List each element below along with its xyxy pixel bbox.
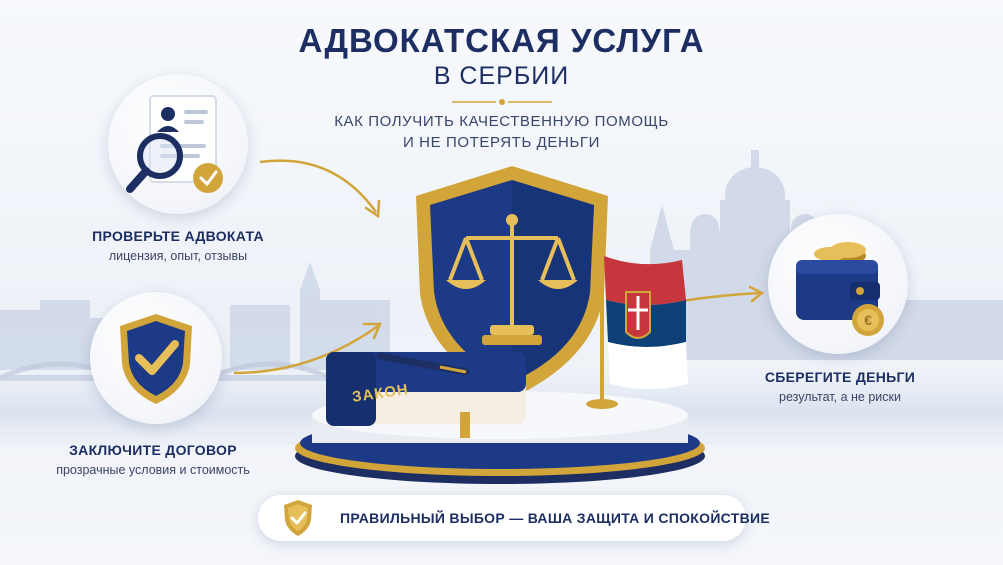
feature-save-money-badge: € xyxy=(768,214,908,354)
shield-check-icon xyxy=(284,500,312,536)
feature-contract-title: ЗАКЛЮЧИТЕ ДОГОВОР xyxy=(69,442,237,458)
tagline-line-1: КАК ПОЛУЧИТЬ КАЧЕСТВЕННУЮ ПОМОЩЬ xyxy=(334,113,669,130)
page-title: АДВОКАТСКАЯ УСЛУГА xyxy=(298,22,705,59)
arrow-contract-to-center xyxy=(233,322,382,375)
feature-check-lawyer-title: ПРОВЕРЬТЕ АДВОКАТА xyxy=(92,228,264,244)
shield-check-icon xyxy=(120,314,192,404)
feature-save-money-title: СБЕРЕГИТЕ ДЕНЬГИ xyxy=(764,369,916,385)
scales-shield-icon xyxy=(295,166,705,484)
feature-contract-description: прозрачные условия и стоимость xyxy=(56,463,250,477)
svg-text:€: € xyxy=(864,312,872,328)
feature-check-lawyer-badge xyxy=(108,74,248,214)
title-divider xyxy=(452,99,552,105)
feature-save-money-description: результат, а не риски xyxy=(779,390,901,404)
arrow-center-to-money xyxy=(681,285,765,303)
wallet-coins-icon: € xyxy=(796,242,884,336)
magnifier-document-icon xyxy=(126,95,223,193)
footer-slogan-banner: ПРАВИЛЬНЫЙ ВЫБОР — ВАША ЗАЩИТА И СПОКОЙС… xyxy=(258,495,770,541)
feature-check-lawyer-description: лицензия, опыт, отзывы xyxy=(108,249,248,263)
arrow-check-to-center xyxy=(259,159,381,219)
feature-contract-badge xyxy=(90,292,222,424)
tagline-line-2: И НЕ ПОТЕРЯТЬ ДЕНЬГИ xyxy=(403,134,600,151)
footer-slogan-text: ПРАВИЛЬНЫЙ ВЫБОР — ВАША ЗАЩИТА И СПОКОЙС… xyxy=(340,510,771,526)
page-subtitle: В СЕРБИИ xyxy=(433,62,570,90)
